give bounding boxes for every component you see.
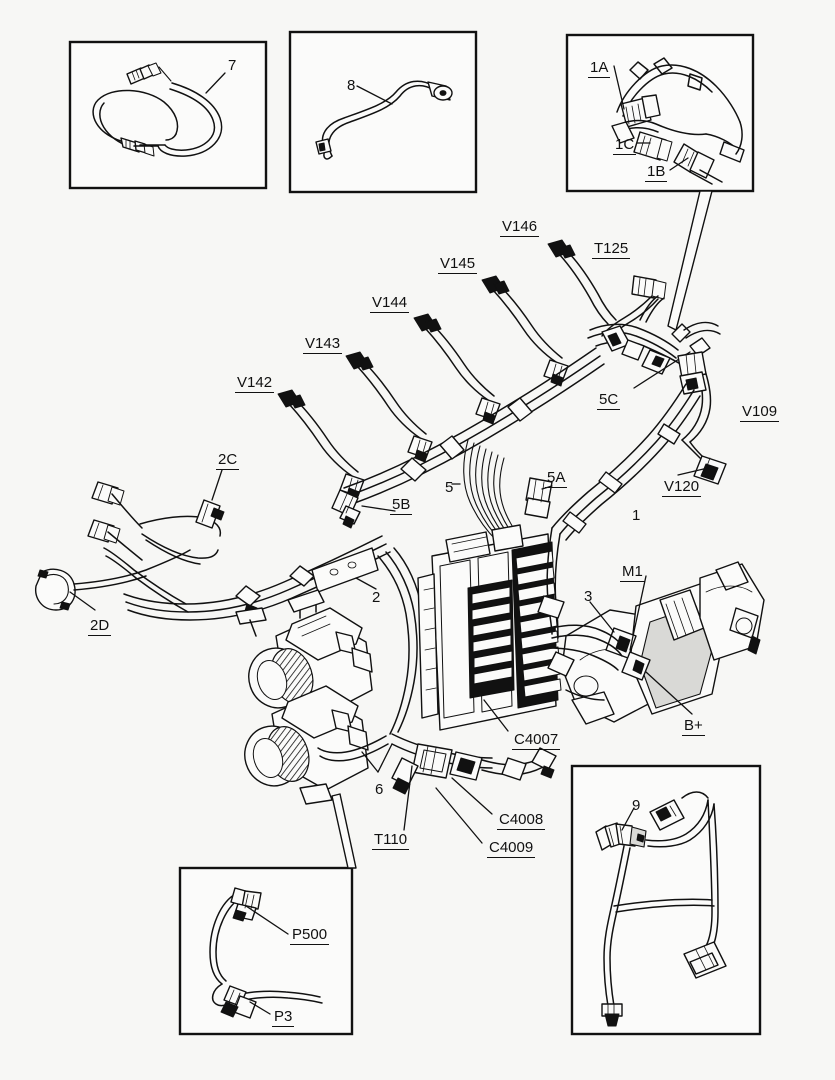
connector-5A: [524, 477, 553, 519]
label-1C: 1C: [613, 136, 637, 155]
connector-9-bottomright: [683, 941, 727, 979]
sensor-T110: [391, 757, 419, 795]
connector-C4008: [449, 751, 483, 781]
label-2C: 2C: [216, 451, 240, 470]
connector-P3: [220, 985, 257, 1019]
label-V144: V144: [370, 294, 410, 313]
label-2D: 2D: [88, 617, 112, 636]
callout-wedge-p500: [331, 793, 357, 869]
connector-7b: [126, 62, 172, 85]
label-P3: P3: [272, 1008, 295, 1027]
lower-connector-cluster: [377, 733, 557, 844]
terminal-8-left: [315, 138, 332, 155]
label-8: 8: [347, 77, 356, 94]
label-5C: 5C: [597, 391, 621, 410]
valve-V109: [677, 351, 707, 395]
ecu-module: [417, 524, 562, 732]
label-V146: V146: [500, 218, 540, 237]
label-3: 3: [584, 588, 593, 605]
connector-left-upper-2: [87, 519, 121, 544]
label-B-plus: B+: [682, 717, 705, 736]
branch-V109-V120: [551, 351, 727, 541]
inset-panel-1: [565, 33, 755, 331]
connector-C4009: [411, 743, 453, 779]
terminal-8-right: [427, 81, 453, 101]
connector-1A: [620, 94, 661, 128]
terminal-Bplus: [621, 651, 651, 681]
label-C4008: C4008: [497, 811, 546, 830]
inset-panel-9: [570, 764, 762, 1036]
terminal-M1: [605, 627, 637, 659]
label-V109: V109: [740, 403, 780, 422]
label-V120: V120: [662, 478, 702, 497]
sensor-9: [595, 822, 647, 851]
callout-wedge-1: [667, 190, 713, 331]
harness-main-spine: [331, 347, 605, 529]
label-C4009: C4009: [487, 839, 536, 858]
connector-9-top: [649, 791, 709, 831]
label-1B: 1B: [645, 163, 668, 182]
connector-1C: [633, 131, 673, 162]
label-5A: 5A: [545, 469, 568, 488]
inset-panel-8: [288, 30, 478, 194]
harness-branch-3: [537, 527, 565, 639]
connector-2C: [195, 499, 225, 529]
inset-panel-p500: [178, 793, 357, 1036]
label-T110: T110: [372, 831, 410, 850]
label-5B: 5B: [390, 496, 413, 515]
harness-branch-2: [35, 469, 423, 735]
inset-panel-7: [68, 40, 268, 190]
label-V143: V143: [303, 335, 343, 354]
label-P500: P500: [290, 926, 330, 945]
harness-branch-6: [317, 735, 389, 773]
label-1A: 1A: [588, 59, 611, 78]
label-V142: V142: [235, 374, 275, 393]
grommet-2D: [35, 568, 76, 611]
label-1: 1: [632, 507, 641, 524]
label-T125: T125: [592, 240, 631, 259]
connector-9-bottomleft: [601, 1003, 623, 1027]
label-V145: V145: [438, 255, 478, 274]
harness-junction-upper: [587, 295, 721, 389]
label-M1: M1: [620, 563, 645, 582]
starter-motor-assembly: [547, 561, 765, 725]
label-6: 6: [375, 781, 384, 798]
label-2: 2: [372, 589, 381, 606]
connector-left-upper-1: [91, 481, 125, 506]
turbocharger-assembly: [235, 589, 373, 805]
label-C4007: C4007: [512, 731, 561, 750]
connector-P500: [230, 887, 262, 922]
label-9: 9: [632, 797, 641, 814]
connector-5B: [331, 489, 361, 529]
label-7: 7: [228, 57, 237, 74]
label-5: 5: [445, 479, 454, 496]
